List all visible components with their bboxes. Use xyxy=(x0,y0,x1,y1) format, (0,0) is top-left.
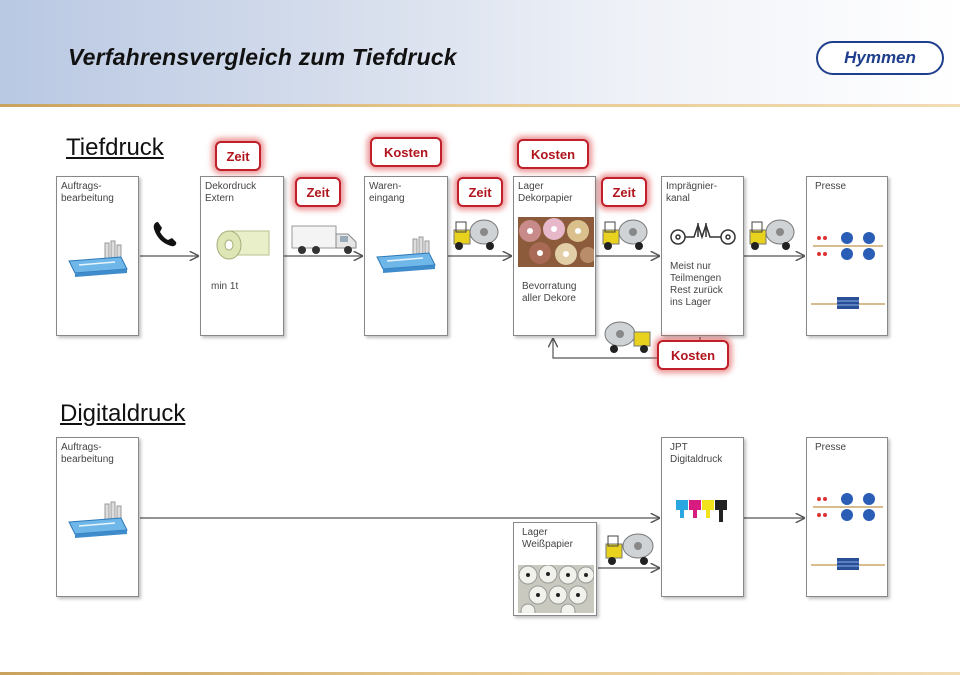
hymmen-logo: Hymmen xyxy=(816,41,944,75)
header-divider xyxy=(0,104,960,107)
box-lager-weisspapier: Lager Weißpapier xyxy=(513,522,597,616)
tag-kosten-2: Kosten xyxy=(517,139,589,169)
forklift-icon xyxy=(749,219,795,250)
box-auftragsbearbeitung-digital: Auftrags- bearbeitung xyxy=(56,437,139,597)
box-wareneingang: Waren- eingang xyxy=(364,176,448,336)
tag-zeit-2: Zeit xyxy=(295,177,341,207)
box-label: Waren- eingang xyxy=(369,181,405,204)
computer-icon xyxy=(68,240,128,277)
press-plate-icon xyxy=(811,297,885,309)
digitaldruck-heading: Digitaldruck xyxy=(60,400,186,427)
box-label: Dekordruck Extern xyxy=(205,181,257,204)
box-jpt-digitaldruck: JPT Digitaldruck xyxy=(661,437,744,597)
box-presse-digital: Presse xyxy=(806,437,888,597)
computer-icon xyxy=(376,236,436,273)
box-label: Presse xyxy=(815,181,847,192)
press-plate-icon xyxy=(811,558,885,570)
press-rollers-icon xyxy=(813,493,883,521)
forklift-return-icon xyxy=(604,321,651,353)
box-note: min 1t xyxy=(211,281,239,292)
paper-roll-icon xyxy=(216,230,270,260)
press-rollers-icon xyxy=(813,232,883,260)
tag-zeit-1: Zeit xyxy=(215,141,261,171)
box-note: Bevorratung aller Dekore xyxy=(522,281,577,304)
box-label: Lager Dekorpapier xyxy=(518,181,573,204)
truck-icon xyxy=(291,225,357,254)
computer-icon xyxy=(68,501,128,538)
forklift-icon xyxy=(605,533,654,565)
box-label: Auftrags- bearbeitung xyxy=(61,181,114,204)
box-label: Presse xyxy=(815,442,847,453)
tiefdruck-heading: Tiefdruck xyxy=(66,134,164,161)
box-auftragsbearbeitung: Auftrags- bearbeitung xyxy=(56,176,139,336)
tag-kosten-3: Kosten xyxy=(657,340,729,370)
printhead-icon xyxy=(676,500,727,522)
tag-kosten-1: Kosten xyxy=(370,137,442,167)
white-paper-rolls-icon xyxy=(518,565,594,613)
box-lager-dekorpapier: Lager Dekorpapier Bevorratung aller Deko… xyxy=(513,176,596,336)
slide-title: Verfahrensvergleich zum Tiefdruck xyxy=(68,44,457,70)
decor-rolls-icon xyxy=(518,217,594,267)
box-note: Meist nur Teilmengen Rest zurück ins Lag… xyxy=(670,261,723,308)
box-label: Imprägnier- kanal xyxy=(666,181,718,204)
box-label: Auftrags- bearbeitung xyxy=(61,442,114,465)
footer-divider xyxy=(0,672,960,675)
tag-zeit-3: Zeit xyxy=(457,177,503,207)
forklift-icon xyxy=(602,219,648,250)
box-impraegnierkanal: Imprägnier- kanal Meist nur Teilmengen R… xyxy=(661,176,744,336)
phone-icon xyxy=(153,222,177,247)
forklift-icon xyxy=(453,219,499,250)
tag-zeit-4: Zeit xyxy=(601,177,647,207)
impregnation-rollers-icon xyxy=(670,222,736,245)
header-band xyxy=(0,0,960,104)
box-presse-tiefdruck: Presse xyxy=(806,176,888,336)
box-dekordruck-extern: Dekordruck Extern min 1t xyxy=(200,176,284,336)
box-label: Lager Weißpapier xyxy=(522,527,573,550)
box-label: JPT Digitaldruck xyxy=(670,442,723,465)
